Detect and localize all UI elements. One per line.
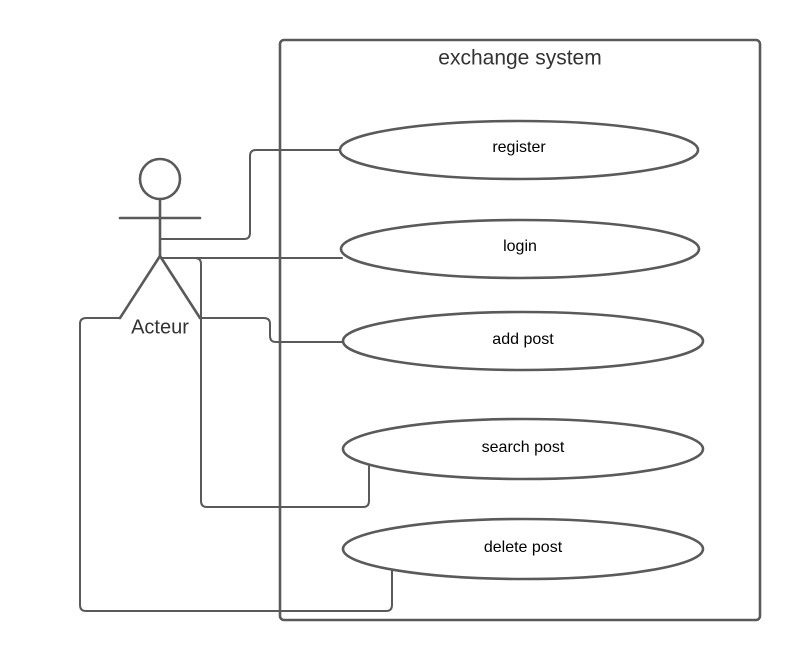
actor-right-leg (158, 254, 202, 320)
system-boundary-box (278, 38, 762, 622)
use-case-login-label: login (503, 238, 537, 255)
use-case-register-label: register (492, 139, 546, 156)
actor-label: Acteur (131, 316, 189, 338)
actor-head (138, 157, 182, 201)
system-title: exchange system (438, 47, 601, 70)
actor[interactable]: Acteur (118, 157, 202, 338)
use-case-add-post-ellipse[interactable] (341, 310, 705, 372)
use-case-add-post[interactable]: add post (341, 310, 705, 372)
use-case-search-post[interactable]: search post (341, 417, 705, 481)
association-search-post (160, 257, 370, 508)
associations (79, 149, 393, 612)
actor-left-leg (118, 254, 162, 320)
system-boundary: exchange system (278, 38, 762, 622)
use-case-search-post-ellipse[interactable] (341, 417, 705, 481)
use-case-search-post-label: search post (482, 439, 565, 456)
association-delete-post (79, 317, 393, 612)
association-register (160, 149, 342, 240)
use-case-register[interactable]: register (338, 119, 700, 181)
use-case-add-post-label: add post (492, 331, 554, 348)
use-case-login[interactable]: login (339, 218, 701, 280)
association-add-post (199, 317, 344, 343)
use-case-login-ellipse[interactable] (339, 218, 701, 280)
use-case-delete-post-label: delete post (484, 539, 563, 556)
use-case-register-ellipse[interactable] (338, 119, 700, 181)
use-case-delete-post[interactable]: delete post (341, 517, 705, 581)
use-case-delete-post-ellipse[interactable] (341, 517, 705, 581)
